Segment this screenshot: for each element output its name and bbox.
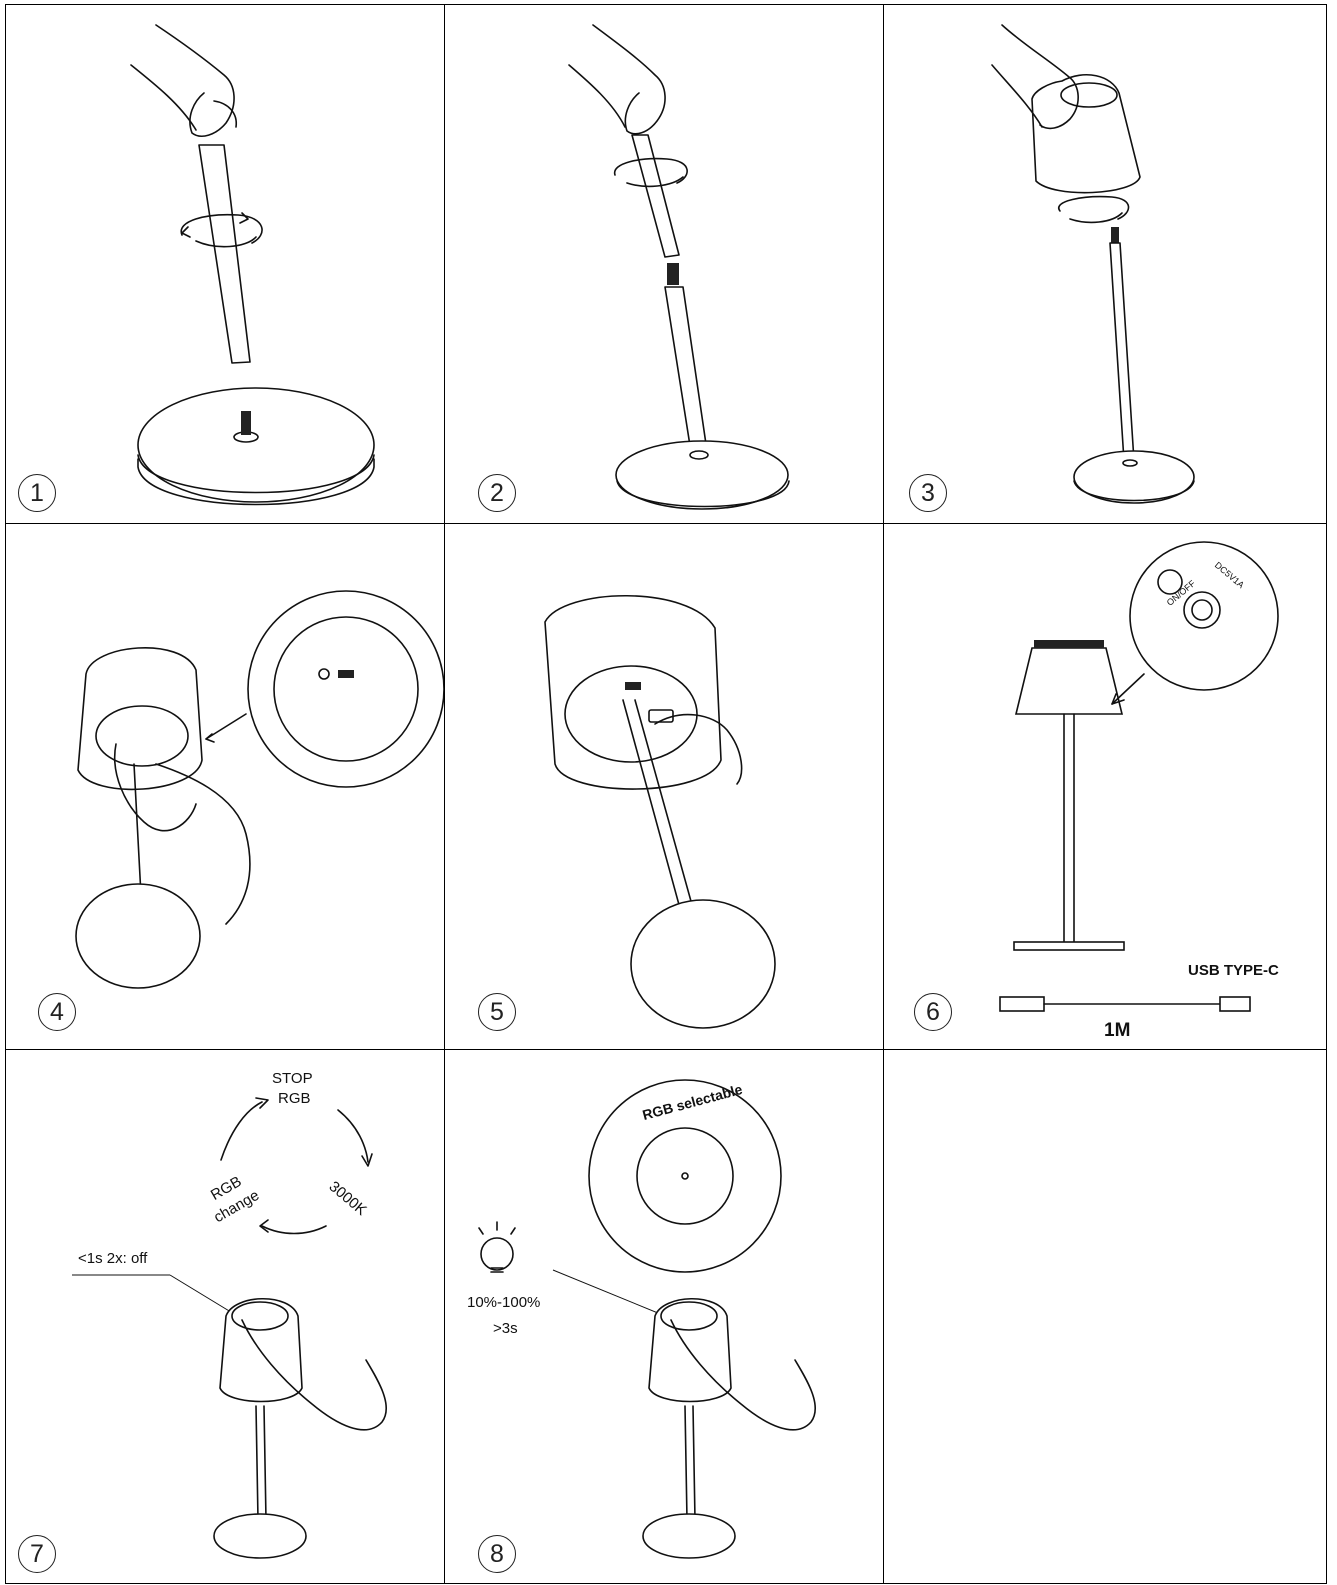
panel-step-8: RGB selectable 10%-100% >3s 8 xyxy=(444,1049,884,1584)
instruction-grid: 1 2 3 xyxy=(5,4,1327,1584)
step-5-illustration xyxy=(445,524,884,1050)
panel-step-4: 4 xyxy=(5,523,445,1050)
dim-range-label: 10%-100% xyxy=(467,1294,540,1311)
cable-length-label: 1M xyxy=(1104,1020,1130,1042)
panel-step-7: STOP RGB RGB change 3000K <1s 2x: off 7 xyxy=(5,1049,445,1584)
step-number-7: 7 xyxy=(18,1535,56,1573)
step-number-1: 1 xyxy=(18,474,56,512)
step-2-illustration xyxy=(445,5,884,524)
panel-step-1: 1 xyxy=(5,4,445,524)
panel-step-3: 3 xyxy=(883,4,1327,524)
step-number-8: 8 xyxy=(478,1535,516,1573)
step-7-illustration xyxy=(6,1050,445,1584)
step-number-5: 5 xyxy=(478,993,516,1031)
panel-step-6: USB TYPE-C 1M ON/OFF DC5V1A 6 xyxy=(883,523,1327,1050)
step-3-illustration xyxy=(884,5,1327,524)
panel-step-2: 2 xyxy=(444,4,884,524)
step-number-4: 4 xyxy=(38,993,76,1031)
dim-time-label: >3s xyxy=(493,1320,518,1337)
step-number-2: 2 xyxy=(478,474,516,512)
step-8-illustration xyxy=(445,1050,884,1584)
panel-empty xyxy=(883,1049,1327,1584)
step-1-illustration xyxy=(6,5,445,524)
off-hint-label: <1s 2x: off xyxy=(78,1250,147,1267)
step-number-6: 6 xyxy=(914,993,952,1031)
rgb-label: RGB xyxy=(278,1090,311,1107)
step-4-illustration xyxy=(6,524,445,1050)
panel-step-5: 5 xyxy=(444,523,884,1050)
step-number-3: 3 xyxy=(909,474,947,512)
usb-type-label: USB TYPE-C xyxy=(1188,962,1279,979)
stop-label: STOP xyxy=(272,1070,313,1087)
